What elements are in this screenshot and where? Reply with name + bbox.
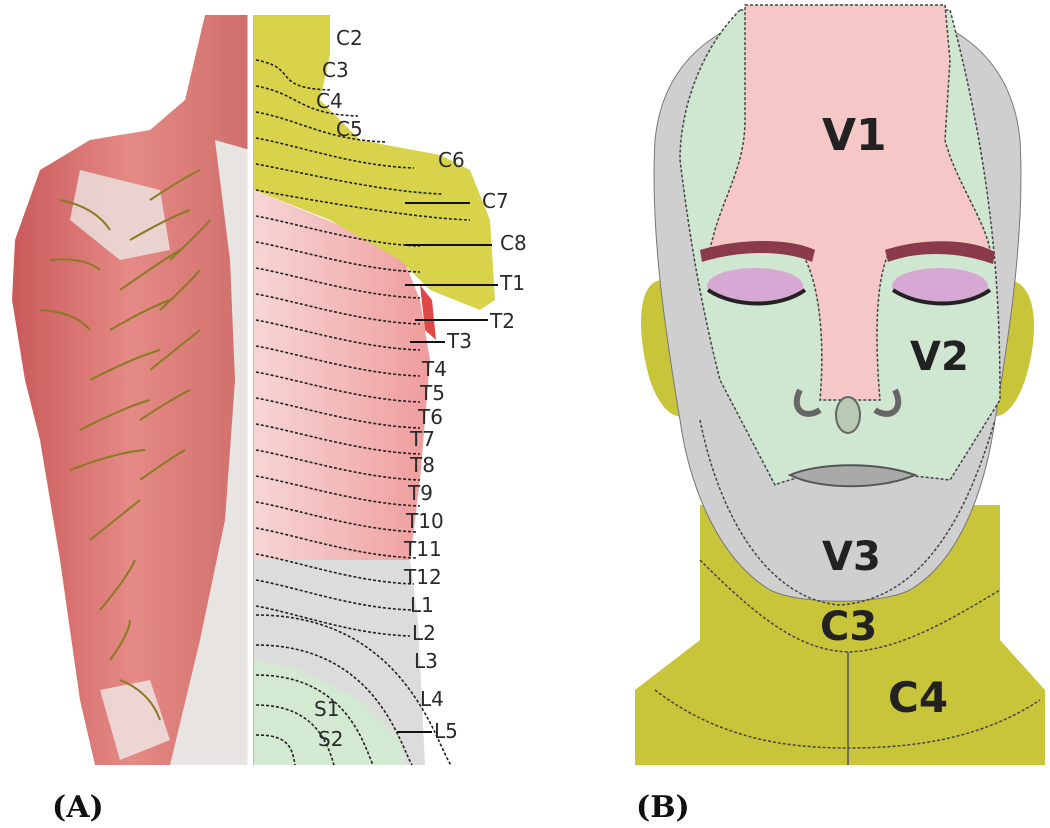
dermatome-label-t9: T9 — [407, 481, 433, 505]
dermatome-label-c3: C3 — [322, 58, 349, 82]
dermatome-label-c4: C4 — [316, 89, 343, 113]
dermatome-label-t4: T4 — [421, 357, 447, 381]
dermatome-label-s1: S1 — [314, 697, 339, 721]
region-label-v3: V3 — [822, 534, 881, 580]
panel-b-label: (B) — [636, 790, 690, 825]
dermatome-label-l2: L2 — [412, 621, 436, 645]
dermatome-label-t11: T11 — [403, 537, 442, 561]
dermatome-label-t1: T1 — [499, 271, 525, 295]
region-label-c4: C4 — [888, 673, 948, 722]
dermatome-label-t10: T10 — [405, 509, 444, 533]
region-label-v1: V1 — [822, 110, 887, 161]
dermatome-label-t8: T8 — [409, 453, 435, 477]
dermatome-label-t6: T6 — [417, 405, 443, 429]
panel-a: C2C3C4C5C6C7C8T1T2T3T4T5T6T7T8T9T10T11T1… — [12, 15, 527, 765]
dermatome-label-c8: C8 — [500, 231, 527, 255]
dermatome-label-t12: T12 — [403, 565, 442, 589]
dermatome-label-c5: C5 — [336, 117, 363, 141]
dermatome-label-t3: T3 — [446, 329, 472, 353]
dermatome-label-l1: L1 — [410, 593, 434, 617]
dermatome-label-c2: C2 — [336, 26, 363, 50]
dermatome-label-c7: C7 — [482, 189, 509, 213]
dermatome-label-l5: L5 — [434, 719, 458, 743]
dermatome-label-s2: S2 — [318, 727, 343, 751]
dermatome-label-l3: L3 — [414, 649, 438, 673]
dermatome-label-l4: L4 — [420, 687, 444, 711]
dermatome-label-c6: C6 — [438, 148, 465, 172]
region-label-v2: V2 — [910, 334, 969, 380]
panel-a-label: (A) — [52, 790, 104, 825]
region-label-c3: C3 — [820, 604, 877, 650]
dermatome-label-t7: T7 — [409, 427, 435, 451]
dermatome-label-t5: T5 — [419, 381, 445, 405]
dermatome-label-t2: T2 — [489, 309, 515, 333]
